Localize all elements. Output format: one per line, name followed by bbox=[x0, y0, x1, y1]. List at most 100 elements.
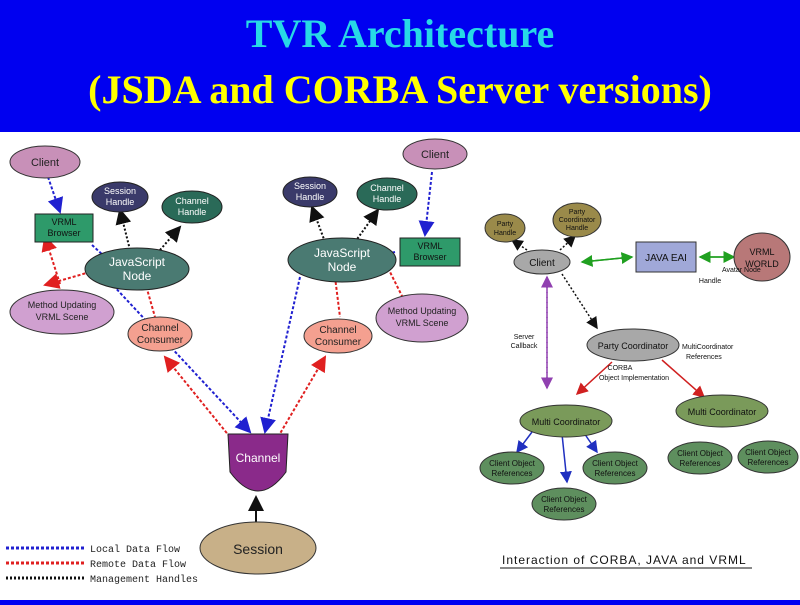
edge-client-browser-left bbox=[47, 176, 64, 214]
jsda-legend: Local Data Flow Remote Data Flow Managem… bbox=[6, 544, 198, 586]
session-handle-left-l2: Handle bbox=[106, 197, 135, 207]
session-handle-right-l2: Handle bbox=[296, 192, 325, 202]
cor5-l1: Client Object bbox=[745, 448, 792, 457]
party-coordinator-label: Party Coordinator bbox=[598, 341, 669, 351]
party-handle-node: Party Handle bbox=[484, 213, 526, 243]
channel-handle-right-node: Channel Handle bbox=[356, 177, 418, 211]
vrml-browser-left-l1: VRML bbox=[51, 217, 76, 227]
server-callback-l2: Callback bbox=[511, 343, 538, 350]
client-object-refs-1: Client Object References bbox=[479, 451, 545, 485]
channel-handle-right-l2: Handle bbox=[373, 194, 402, 204]
edge-channel-consumer-left bbox=[163, 355, 231, 438]
cor2-l1: Client Object bbox=[592, 459, 639, 468]
legend-local-label: Local Data Flow bbox=[90, 544, 180, 556]
method-updating-left-l2: VRML Scene bbox=[36, 312, 89, 322]
channel-handle-left-l2: Handle bbox=[178, 207, 207, 217]
channel-consumer-right-l2: Consumer bbox=[315, 337, 362, 348]
edge-client-browser-right bbox=[418, 171, 435, 237]
multi-coordinator-left-label: Multi Coordinator bbox=[532, 417, 601, 427]
party-coord-handle-l2: Coordinator bbox=[559, 217, 596, 224]
edge-client-coord-handle bbox=[559, 234, 577, 251]
method-updating-right-node: Method Updating VRML Scene bbox=[375, 293, 469, 343]
edge-client-partycoord bbox=[561, 273, 598, 330]
party-coord-handle-l3: Handle bbox=[566, 225, 588, 232]
edge-method-browser-left bbox=[41, 235, 61, 285]
client-node: Client bbox=[513, 249, 571, 275]
session-handle-right-node: Session Handle bbox=[282, 176, 338, 208]
session-node: Session bbox=[199, 521, 317, 575]
js-node-right-l1: JavaScript bbox=[314, 246, 371, 260]
edge-browser-jsnode-left bbox=[91, 244, 106, 258]
edge-partycoord-multicoord-left bbox=[575, 361, 613, 396]
vrml-world-l1: VRML bbox=[749, 247, 774, 257]
channel-consumer-right-node: Channel Consumer bbox=[303, 318, 373, 354]
method-updating-left-l1: Method Updating bbox=[28, 300, 97, 310]
session-handle-right-l1: Session bbox=[294, 181, 326, 191]
client-object-refs-4: Client Object References bbox=[667, 441, 733, 475]
server-callback-l1: Server bbox=[514, 334, 535, 341]
cor1-l1: Client Object bbox=[489, 459, 536, 468]
channel-handle-right-l1: Channel bbox=[370, 183, 404, 193]
avatar-node-handle-l1: Avatar Node bbox=[722, 267, 761, 274]
vrml-browser-left-l2: Browser bbox=[47, 228, 80, 238]
avatar-node-handle-l2: Handle bbox=[699, 278, 721, 285]
edge-jsnode-method-left bbox=[43, 271, 91, 289]
cor5-l2: References bbox=[748, 458, 789, 467]
client-right-node: Client bbox=[402, 138, 468, 170]
channel-consumer-left-node: Channel Consumer bbox=[127, 316, 193, 352]
js-node-left: JavaScript Node bbox=[84, 247, 190, 291]
party-coordinator-handle-node: Party Coordinator Handle bbox=[552, 202, 602, 238]
party-coordinator-node: Party Coordinator bbox=[586, 328, 680, 362]
multicoord-refs-l1: MultiCoordinator bbox=[682, 344, 734, 351]
vrml-browser-right-l2: Browser bbox=[413, 252, 446, 262]
party-handle-l2: Handle bbox=[494, 230, 516, 237]
edge-session-handle-left bbox=[115, 208, 132, 251]
vrml-world-node: VRML WORLD bbox=[733, 232, 791, 282]
cor3-l2: References bbox=[544, 505, 585, 514]
edge-jsnode-channel-left bbox=[109, 281, 252, 434]
session-handle-left-node: Session Handle bbox=[91, 181, 149, 213]
session-label: Session bbox=[233, 541, 283, 557]
edge-session-handle-right bbox=[309, 205, 326, 243]
client-object-refs-3: Client Object References bbox=[531, 487, 597, 521]
vrml-browser-left-node: VRML Browser bbox=[34, 213, 94, 243]
party-handle-l1: Party bbox=[497, 221, 514, 228]
edge-mc-cor1 bbox=[516, 431, 533, 454]
corba-diagram: Party Handle Party Coordinator Handle Cl… bbox=[479, 202, 799, 569]
channel-consumer-left-l1: Channel bbox=[141, 323, 178, 334]
cor4-l2: References bbox=[680, 459, 721, 468]
legend-remote-label: Remote Data Flow bbox=[90, 559, 186, 571]
title-line-1: TVR Architecture bbox=[245, 11, 555, 56]
method-updating-right-l1: Method Updating bbox=[388, 306, 457, 316]
js-node-right: JavaScript Node bbox=[287, 237, 397, 283]
legend-management-label: Management Handles bbox=[90, 574, 198, 586]
method-updating-right-l2: VRML Scene bbox=[396, 318, 449, 328]
edge-channel-consumer-right bbox=[277, 355, 327, 438]
jsda-connectors bbox=[41, 171, 435, 527]
corba-connectors bbox=[510, 234, 736, 484]
edge-mc-cor3 bbox=[559, 433, 572, 484]
client-left-node: Client bbox=[9, 145, 81, 179]
jsda-diagram: Client Client Session Handle Channel Han… bbox=[6, 138, 469, 586]
client-label: Client bbox=[529, 258, 555, 269]
multi-coordinator-right-label: Multi Coordinator bbox=[688, 407, 757, 417]
channel-consumer-left-l2: Consumer bbox=[137, 335, 184, 346]
vrml-browser-right-l1: VRML bbox=[417, 241, 442, 251]
js-node-left-l1: JavaScript bbox=[109, 255, 166, 269]
session-handle-left-l1: Session bbox=[104, 186, 136, 196]
js-node-left-l2: Node bbox=[123, 269, 152, 283]
vrml-browser-right-node: VRML Browser bbox=[399, 237, 461, 267]
cor2-l2: References bbox=[595, 469, 636, 478]
client-left-label: Client bbox=[31, 157, 59, 169]
multicoord-refs-l2: References bbox=[686, 354, 722, 361]
java-eai-node: JAVA EAI bbox=[635, 241, 697, 273]
edge-jsnode-consumer-right bbox=[334, 276, 341, 318]
edge-eai-client bbox=[580, 254, 633, 267]
cor3-l1: Client Object bbox=[541, 495, 588, 504]
cor1-l2: References bbox=[492, 469, 533, 478]
js-node-right-l2: Node bbox=[328, 260, 357, 274]
channel-handle-left-l1: Channel bbox=[175, 196, 209, 206]
corba-caption: Interaction of CORBA, JAVA and VRML bbox=[502, 553, 747, 567]
edge-client-party-handle bbox=[510, 239, 528, 251]
vrml-world-l2: WORLD bbox=[745, 259, 779, 269]
